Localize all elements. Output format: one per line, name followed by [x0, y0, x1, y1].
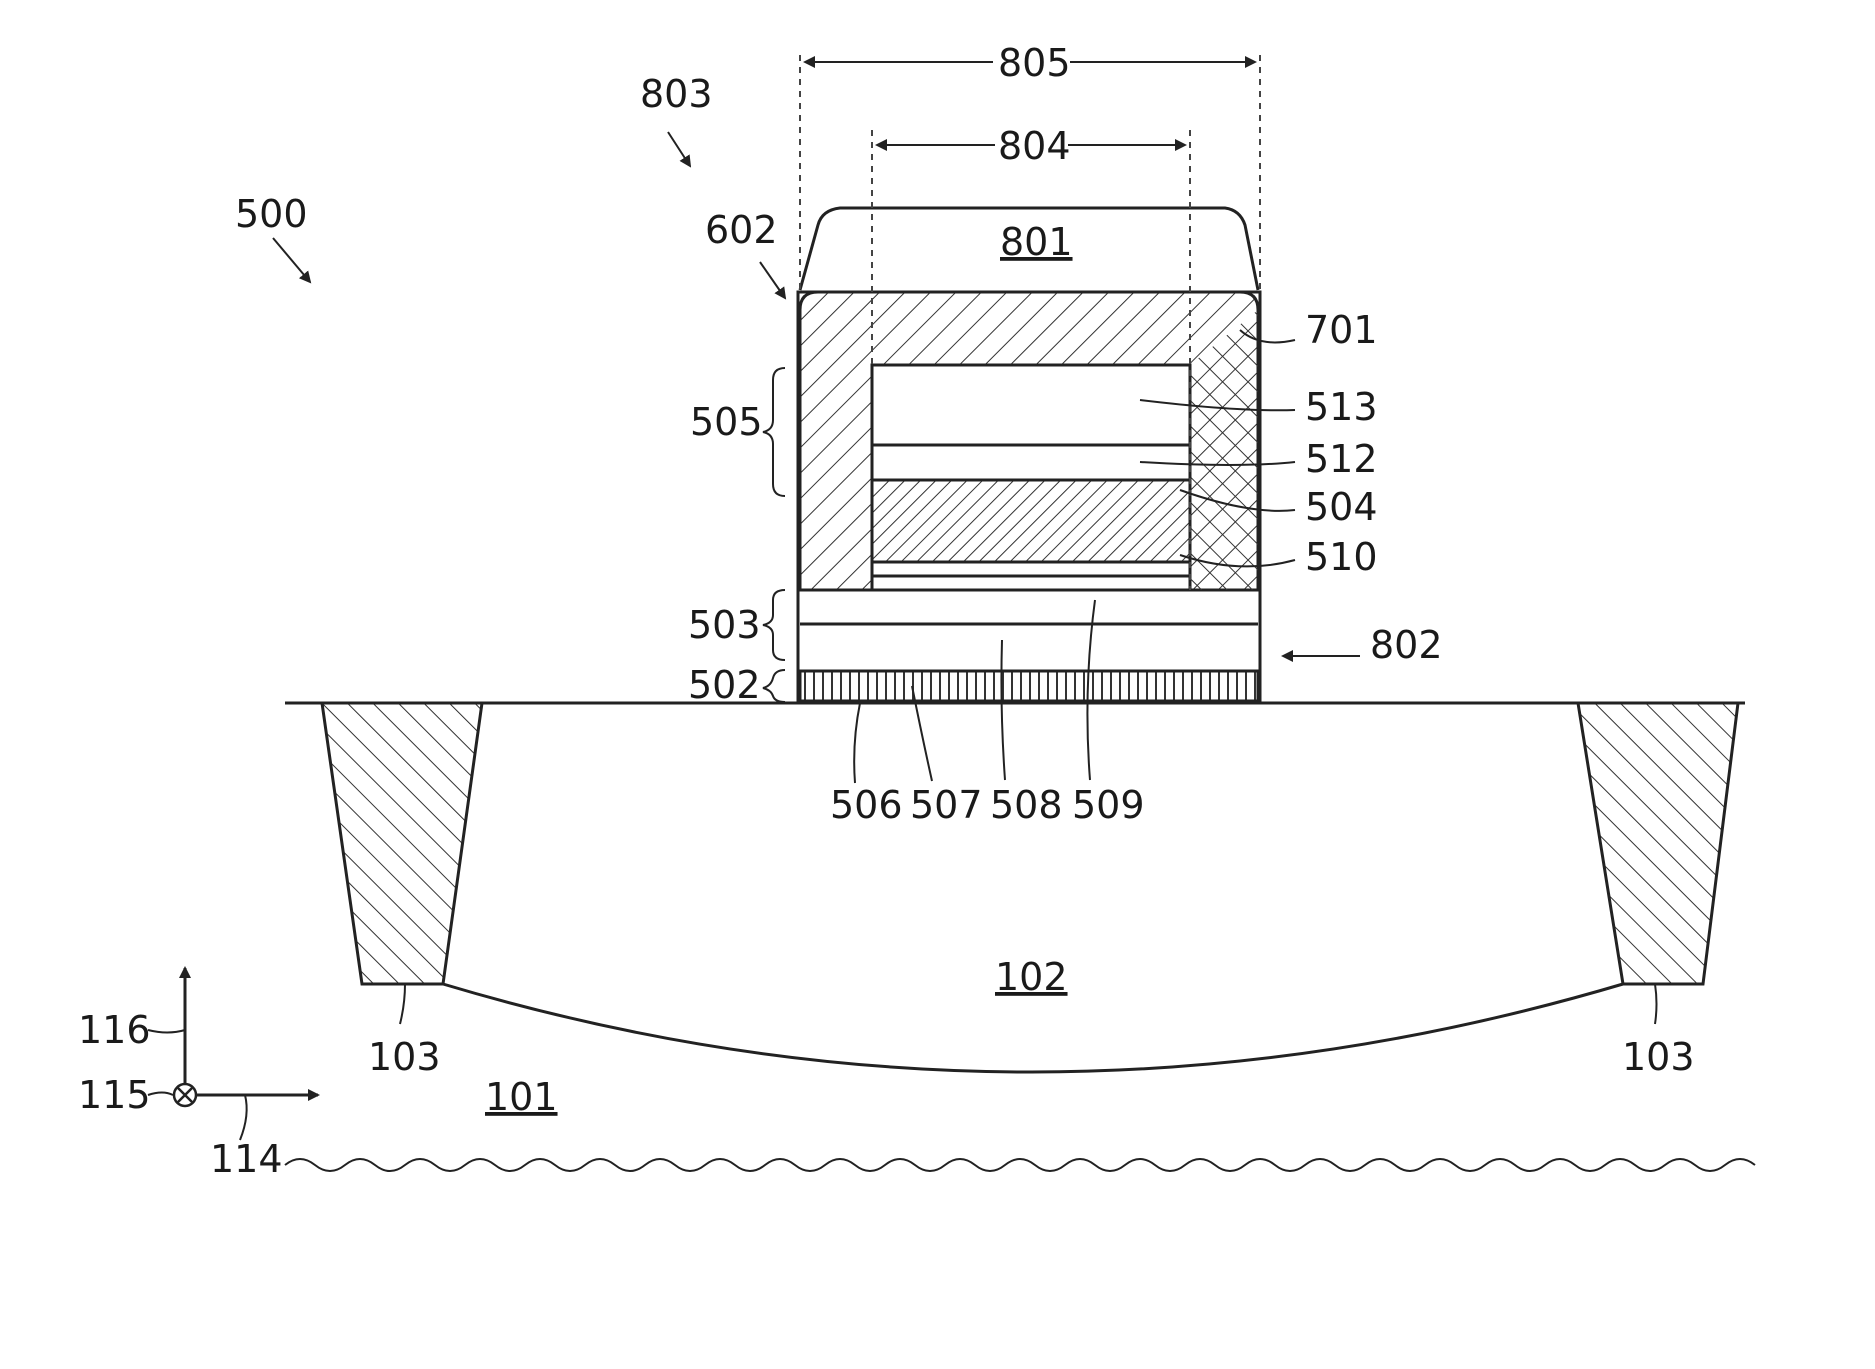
layer-513: [872, 365, 1190, 445]
label-114: 114: [210, 1137, 283, 1181]
isolation-trench-left: [322, 703, 482, 984]
label-701: 701: [1305, 308, 1378, 352]
label-508: 508: [990, 783, 1063, 827]
leader-103-left: [400, 984, 405, 1024]
leader-506: [854, 703, 860, 783]
layer-502: [800, 671, 1258, 701]
label-502: 502: [688, 663, 761, 707]
label-804: 804: [998, 124, 1071, 168]
label-513: 513: [1305, 385, 1378, 429]
label-504: 504: [1305, 485, 1378, 529]
leader-116: [148, 1030, 185, 1033]
isolation-trench-right: [1578, 703, 1738, 984]
label-101: 101: [485, 1075, 558, 1119]
label-509: 509: [1072, 783, 1145, 827]
arrow-602: [760, 262, 785, 298]
leader-115: [148, 1093, 173, 1096]
substrate-break-line: [285, 1159, 1755, 1171]
label-103-right: 103: [1622, 1035, 1695, 1079]
label-512: 512: [1305, 437, 1378, 481]
label-802: 802: [1370, 623, 1443, 667]
layer-510: [872, 562, 1190, 576]
label-602: 602: [705, 208, 778, 252]
leader-114: [240, 1095, 247, 1140]
label-102: 102: [995, 955, 1068, 999]
label-803: 803: [640, 72, 713, 116]
brace-505: [763, 368, 785, 496]
brace-503: [763, 590, 785, 660]
label-801: 801: [1000, 220, 1073, 264]
arrow-500: [273, 238, 310, 282]
layer-504: [872, 480, 1190, 562]
label-805: 805: [998, 41, 1071, 85]
brace-502: [763, 670, 785, 702]
leader-103-right: [1655, 984, 1657, 1024]
arrow-803: [668, 132, 690, 166]
label-115: 115: [78, 1073, 151, 1117]
label-505: 505: [690, 400, 763, 444]
label-510: 510: [1305, 535, 1378, 579]
label-507: 507: [910, 783, 983, 827]
label-103-left: 103: [368, 1035, 441, 1079]
label-500: 500: [235, 192, 308, 236]
label-506: 506: [830, 783, 903, 827]
label-116: 116: [78, 1008, 151, 1052]
label-503: 503: [688, 603, 761, 647]
